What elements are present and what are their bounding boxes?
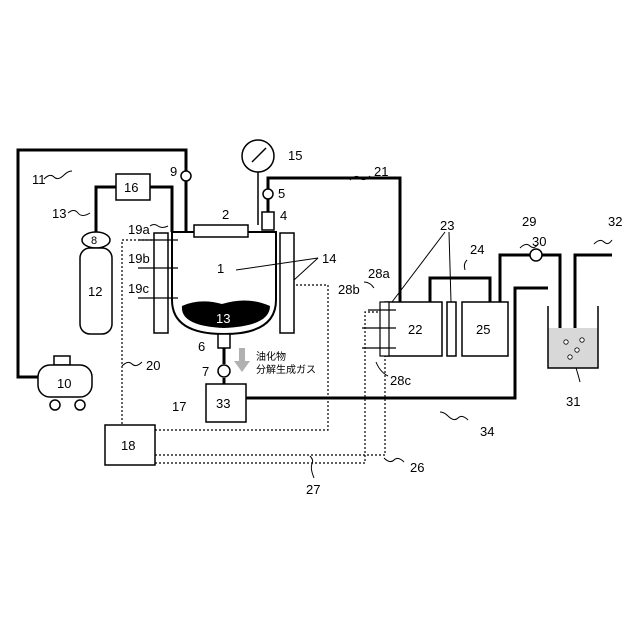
valve-7 <box>218 365 230 377</box>
bubble-4 <box>580 338 584 342</box>
label-2: 2 <box>222 207 229 222</box>
label-20: 20 <box>146 358 160 373</box>
label-30: 30 <box>532 234 546 249</box>
compressor-top <box>54 356 70 365</box>
label-11: 11 <box>32 172 46 187</box>
label-18: 18 <box>121 438 135 453</box>
label-23: 23 <box>440 218 454 233</box>
valve-9 <box>181 171 191 181</box>
label-27: 27 <box>306 482 320 497</box>
bubble-3 <box>568 355 572 359</box>
bubble-2 <box>575 348 579 352</box>
pipe-23 <box>430 278 490 302</box>
pipe-16-out <box>150 187 172 232</box>
condenser-section <box>362 232 508 356</box>
reactor: 13 <box>138 225 318 348</box>
label-8: 8 <box>91 235 97 247</box>
signal-27 <box>155 312 400 463</box>
label-4: 4 <box>280 208 287 223</box>
signal-26 <box>155 312 400 455</box>
label-1: 1 <box>217 261 224 276</box>
label-32: 32 <box>608 214 622 229</box>
reactor-lid-plate <box>194 225 248 237</box>
tank-liquid <box>548 328 598 368</box>
valve-5 <box>263 189 273 199</box>
label-12: 12 <box>88 284 102 299</box>
label-7: 7 <box>202 364 209 379</box>
label-15: 15 <box>288 148 302 163</box>
label-28c: 28c <box>390 373 411 388</box>
filter-24 <box>447 302 456 356</box>
label-26: 26 <box>410 460 424 475</box>
label-5: 5 <box>278 186 285 201</box>
heater-right <box>280 233 294 333</box>
annotation-line1: 油化物 <box>256 350 286 363</box>
label-6: 6 <box>198 339 205 354</box>
label-22: 22 <box>408 322 422 337</box>
pipe-32 <box>575 255 612 338</box>
label-19c: 19c <box>128 281 149 296</box>
pipe-29 <box>500 255 560 338</box>
fitting-4 <box>262 212 274 230</box>
label-33: 33 <box>216 396 230 411</box>
label-14: 14 <box>322 251 336 266</box>
label-28a: 28a <box>368 266 390 281</box>
label-19b: 19b <box>128 251 150 266</box>
compressor-wheel-1 <box>50 400 60 410</box>
label-19a: 19a <box>128 222 150 237</box>
leader-23b <box>449 232 451 302</box>
label-25: 25 <box>476 322 490 337</box>
flow-arrow <box>234 348 250 372</box>
outlet-6 <box>218 334 230 348</box>
annotation-line2: 分解生成ガス <box>256 363 316 376</box>
compressor-wheel-2 <box>75 400 85 410</box>
label-28b: 28b <box>338 282 360 297</box>
label-10: 10 <box>57 376 71 391</box>
label-16: 16 <box>124 180 138 195</box>
valve-30 <box>530 249 542 261</box>
water-tank-31 <box>548 306 598 368</box>
label-17: 17 <box>172 399 186 414</box>
label-13-cylinder: 13 <box>52 206 66 221</box>
label-9: 9 <box>170 164 177 179</box>
pipe-13 <box>96 187 116 232</box>
label-34: 34 <box>480 424 494 439</box>
label-21: 21 <box>374 164 388 179</box>
label-29: 29 <box>522 214 536 229</box>
bubble-1 <box>564 340 568 344</box>
heater-left <box>154 233 168 333</box>
label-31: 31 <box>566 394 580 409</box>
label-24: 24 <box>470 242 484 257</box>
label-13-reactor: 13 <box>216 311 230 326</box>
